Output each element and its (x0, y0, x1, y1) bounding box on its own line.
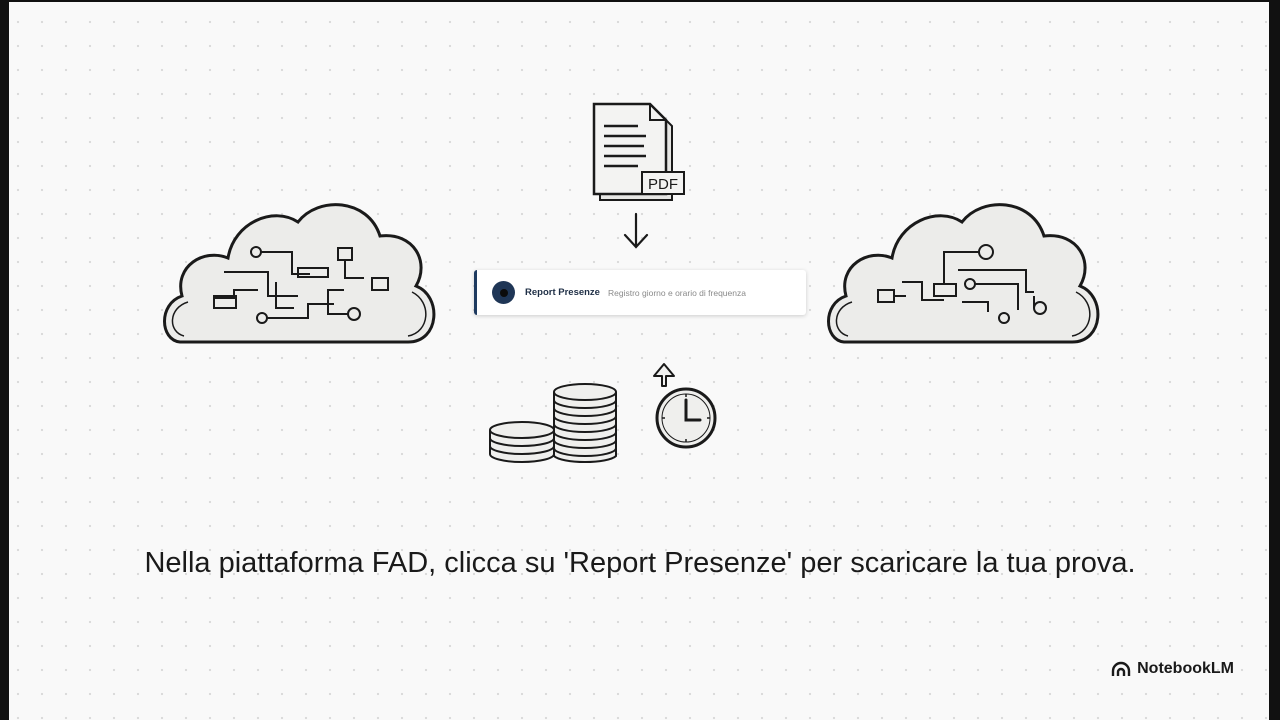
cloud-circuit-icon (163, 203, 436, 344)
notebooklm-logo: NotebookLM (1111, 660, 1234, 678)
clock-upload-icon (653, 363, 717, 449)
pdf-badge-text: PDF (648, 176, 678, 193)
brand-name: NotebookLM (1137, 660, 1234, 677)
cloud-circuit-icon (827, 203, 1100, 344)
report-icon (492, 281, 515, 304)
menu-item-label: Report Presenze (525, 287, 600, 298)
pdf-document-icon: PDF (592, 102, 685, 201)
report-presenze-menu-item[interactable]: Report Presenze Registro giorno e orario… (474, 270, 806, 315)
menu-item-sublabel: Registro giorno e orario di frequenza (607, 287, 746, 298)
arrow-down-icon (623, 212, 649, 249)
coins-stack-icon (489, 383, 617, 464)
subtitle-caption: Nella piattaforma FAD, clicca su 'Report… (144, 547, 1136, 579)
notebooklm-icon (1111, 661, 1131, 676)
